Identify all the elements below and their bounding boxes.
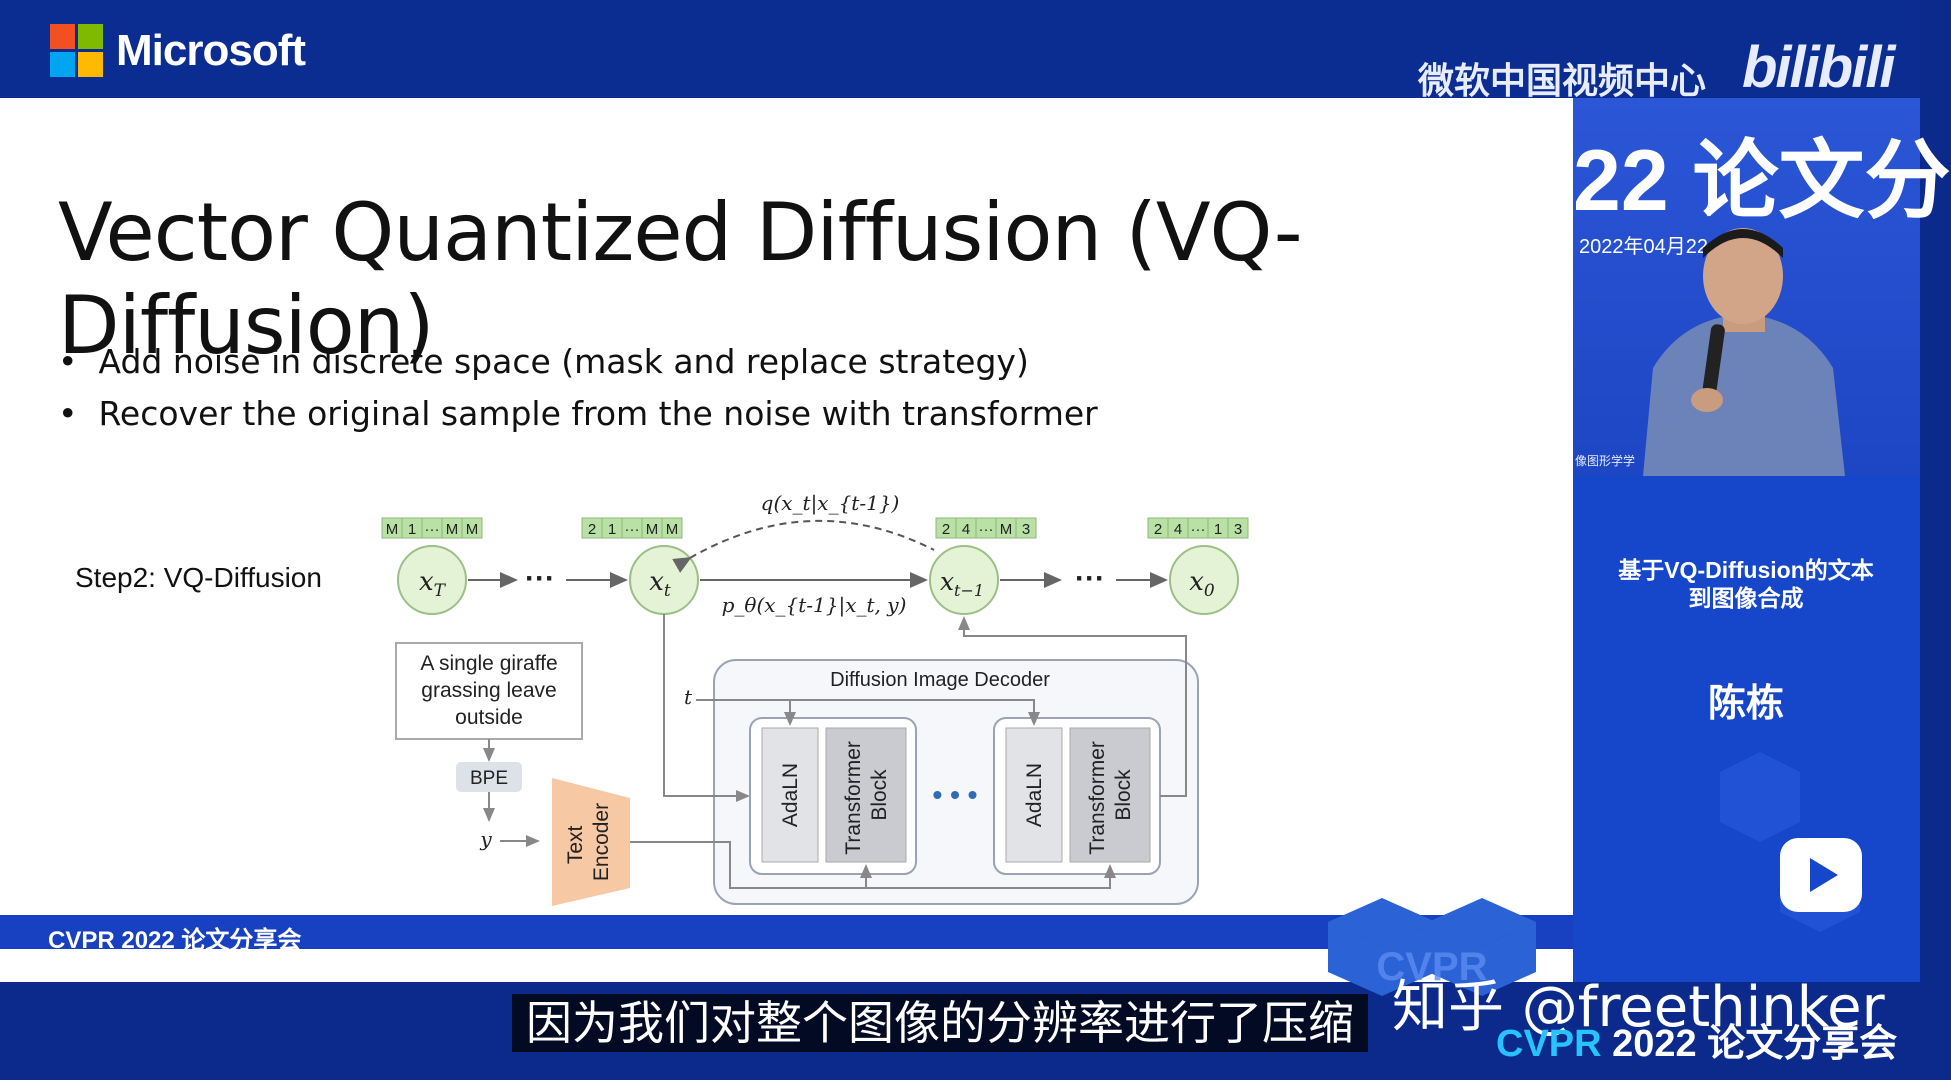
video-venue-text: 像图形学学: [1575, 454, 1636, 468]
node-x-T: xT: [397, 545, 467, 615]
tv-play-icon[interactable]: [1780, 838, 1862, 912]
token-label: M: [666, 521, 679, 538]
token-label: 3: [1022, 521, 1030, 538]
node-x-t: xt: [629, 545, 699, 615]
token-label: 2: [588, 521, 596, 538]
presentation-slide: Vector Quantized Diffusion (VQ-Diffusion…: [0, 98, 1573, 982]
play-triangle-icon: [1810, 858, 1838, 892]
token-label: ···: [425, 521, 440, 538]
text-encoder-line: Encoder: [590, 803, 613, 881]
slide-footer-band: [0, 915, 1573, 949]
token-label: ···: [625, 521, 640, 538]
token-label: M: [466, 521, 479, 538]
speaker-name: 陈栋: [1707, 683, 1784, 725]
decoder-title: Diffusion Image Decoder: [830, 669, 1050, 691]
chain-ellipsis: ···: [525, 562, 555, 595]
microsoft-logo-icon: [50, 24, 104, 78]
token-label: ···: [979, 521, 994, 538]
y-label: y: [479, 827, 492, 851]
token-label: 1: [608, 521, 616, 538]
slide-title: Vector Quantized Diffusion (VQ-Diffusion…: [58, 186, 1303, 372]
token-cell: [661, 517, 683, 539]
token-label: 4: [1174, 521, 1182, 538]
caption-line: outside: [455, 706, 523, 729]
transformer-block-line: Block: [1112, 769, 1135, 821]
transformer-block-line: Transformer: [1086, 741, 1109, 855]
bullet-text: Add noise in discrete space (mask and re…: [98, 342, 1029, 381]
token-cell: [1015, 517, 1037, 539]
p-label: p_θ(x_{t-1}|x_t, y): [722, 593, 907, 618]
adaln-label: AdaLN: [1023, 763, 1046, 827]
bullet-item: • Add noise in discrete space (mask and …: [58, 342, 1029, 381]
slide-footer-text: CVPR 2022 论文分享会: [48, 927, 302, 954]
transformer-block-label: Transformer Block: [1086, 735, 1135, 854]
t-label: t: [684, 685, 693, 709]
brand-name: Microsoft: [116, 26, 306, 75]
token-label: 2: [1154, 521, 1162, 538]
token-label: 3: [1234, 521, 1242, 538]
video-backdrop-text: 22 论文分: [1573, 133, 1951, 229]
speaker-figure: [1643, 228, 1845, 476]
token-label: M: [386, 521, 399, 538]
node-x-t-minus-1: xt−1: [929, 545, 999, 615]
talk-title-line: 基于VQ-Diffusion的文本: [1618, 557, 1874, 583]
token-label: 1: [1214, 521, 1222, 538]
transformer-block-label: Transformer Block: [842, 735, 891, 854]
chain-ellipsis: ···: [1075, 562, 1105, 595]
bullet-item: • Recover the original sample from the n…: [58, 394, 1098, 433]
bpe-label: BPE: [470, 768, 508, 789]
event-name: CVPR 2022 论文分享会: [1496, 1012, 1897, 1067]
top-bar: [0, 0, 1920, 98]
text-encoder-label: Text Encoder: [564, 803, 613, 881]
caption-line: A single giraffe: [420, 652, 557, 675]
event-name-rest: 2022 论文分享会: [1601, 1023, 1898, 1065]
q-label: q(x_t|x_{t-1}): [761, 491, 900, 516]
zhihu-watermark: 知乎 @freethinker: [1392, 975, 1885, 1040]
channel-name: 微软中国视频中心: [1418, 60, 1707, 101]
caption-line: grassing leave: [421, 679, 556, 702]
token-label: 4: [962, 521, 970, 538]
block-ellipsis: • • •: [933, 779, 978, 810]
token-cell: [1227, 517, 1249, 539]
video-date-text: 2022年04月22: [1579, 236, 1708, 258]
token-label: M: [446, 521, 459, 538]
bilibili-logo: bilibili: [1742, 35, 1896, 100]
token-label: ···: [1191, 521, 1206, 538]
token-label: M: [646, 521, 659, 538]
event-name-highlight: CVPR: [1496, 1023, 1602, 1065]
token-label: 2: [942, 521, 950, 538]
step-label: Step2: VQ-Diffusion: [75, 562, 322, 593]
cvpr-logo-text: CVPR: [1376, 945, 1487, 989]
talk-title: 基于VQ-Diffusion的文本 到图像合成: [1590, 556, 1902, 612]
talk-title-line: 到图像合成: [1688, 585, 1804, 611]
cvpr-cube-logo: CVPR: [1328, 898, 1536, 996]
transformer-block-line: Transformer: [842, 741, 865, 855]
node-x-0: x0: [1169, 545, 1239, 615]
subtitle-caption: 因为我们对整个图像的分辨率进行了压缩: [512, 994, 1368, 1052]
transformer-block-line: Block: [868, 769, 891, 821]
token-label: M: [1000, 521, 1013, 538]
speaker-video: 22 论文分 2022年04月22 像图形学学: [1573, 98, 1951, 476]
text-encoder-line: Text: [564, 826, 587, 865]
bullet-text: Recover the original sample from the noi…: [98, 394, 1098, 433]
adaln-label: AdaLN: [779, 763, 802, 827]
token-cell: [461, 517, 483, 539]
token-label: 1: [408, 521, 416, 538]
